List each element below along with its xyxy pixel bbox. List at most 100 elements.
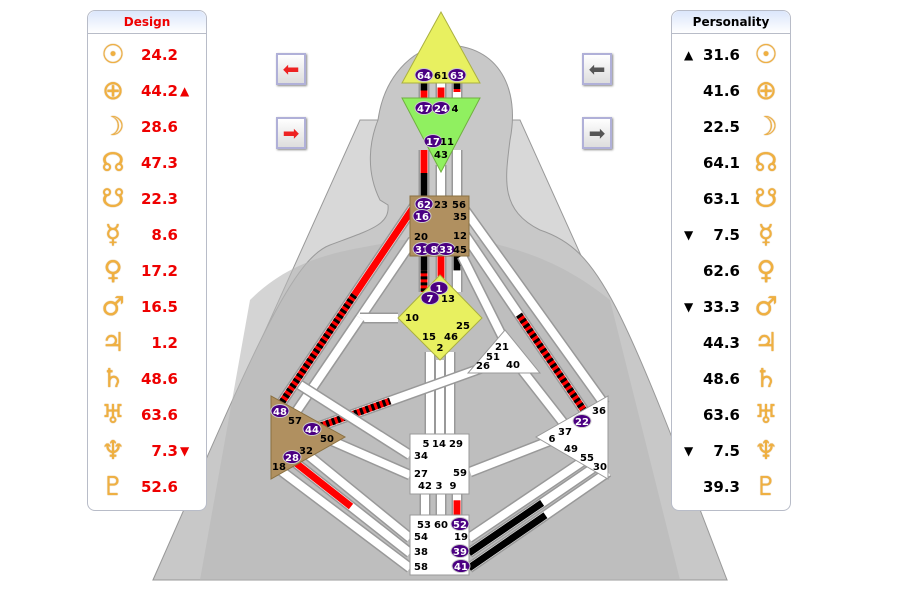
- gate-14[interactable]: 14: [432, 439, 446, 450]
- gate-6[interactable]: 6: [549, 434, 556, 445]
- gate-28[interactable]: 28: [285, 453, 299, 464]
- gate-17[interactable]: 17: [426, 137, 440, 148]
- gate-10[interactable]: 10: [405, 313, 419, 324]
- solar-plexus-center[interactable]: [534, 395, 609, 480]
- gate-9[interactable]: 9: [450, 481, 457, 492]
- gate-13[interactable]: 13: [441, 294, 455, 305]
- earth-icon: ⊕: [755, 76, 777, 106]
- gate-35[interactable]: 35: [453, 212, 467, 223]
- personality-next-button[interactable]: ➡: [582, 117, 612, 149]
- gate-53[interactable]: 53: [417, 520, 431, 531]
- ajna-center[interactable]: [401, 97, 481, 174]
- gate-25[interactable]: 25: [456, 321, 470, 332]
- gate-52[interactable]: 52: [453, 520, 467, 531]
- personality-row-moon: ☽22.5: [672, 109, 790, 145]
- gate-26[interactable]: 26: [476, 361, 490, 372]
- pluto-icon: ♇: [101, 472, 125, 502]
- active-gate-marker: [282, 450, 302, 464]
- gate-31[interactable]: 31: [415, 245, 429, 256]
- gate-1[interactable]: 1: [436, 284, 443, 295]
- active-gate-marker: [412, 209, 432, 223]
- gate-40[interactable]: 40: [506, 360, 520, 371]
- personality-panel: Personality ☉31.6▲⊕41.6☽22.5☊64.1☋63.1☿7…: [671, 10, 791, 511]
- gate-23[interactable]: 23: [434, 200, 448, 211]
- design-prev-button[interactable]: ⬅: [276, 53, 306, 85]
- personality-prev-button[interactable]: ⬅: [582, 53, 612, 85]
- gate-20[interactable]: 20: [414, 232, 428, 243]
- gate-56[interactable]: 56: [452, 200, 466, 211]
- gate-62[interactable]: 62: [417, 200, 431, 211]
- head-center[interactable]: [401, 10, 481, 84]
- gate-16[interactable]: 16: [415, 212, 429, 223]
- saturn-icon: ♄: [754, 364, 778, 394]
- gate-5[interactable]: 5: [423, 439, 430, 450]
- uranus-icon: ♅: [754, 400, 778, 430]
- gate-34[interactable]: 34: [414, 451, 428, 462]
- neptune-icon: ♆: [754, 436, 778, 466]
- channel-line: [467, 500, 545, 556]
- gate-36[interactable]: 36: [592, 406, 606, 417]
- gate-47[interactable]: 47: [417, 104, 431, 115]
- personality-south-node-value: 63.1: [702, 190, 740, 208]
- active-gate-marker: [423, 134, 443, 148]
- gate-37[interactable]: 37: [558, 427, 572, 438]
- gate-2[interactable]: 2: [437, 343, 444, 354]
- gate-29[interactable]: 29: [449, 439, 463, 450]
- gate-12[interactable]: 12: [453, 231, 467, 242]
- gate-48[interactable]: 48: [273, 407, 287, 418]
- gate-60[interactable]: 60: [434, 520, 448, 531]
- gate-64[interactable]: 64: [417, 71, 431, 82]
- south-node-icon: ☋: [754, 184, 778, 214]
- mars-icon: ♂: [754, 292, 778, 322]
- design-next-button[interactable]: ➡: [276, 117, 306, 149]
- design-mars-value: 16.5: [140, 298, 178, 316]
- design-pluto-value: 52.6: [140, 478, 178, 496]
- gate-27[interactable]: 27: [414, 469, 428, 480]
- gate-11[interactable]: 11: [440, 137, 454, 148]
- gate-39[interactable]: 39: [453, 547, 467, 558]
- gate-30[interactable]: 30: [593, 462, 607, 473]
- gate-50[interactable]: 50: [320, 434, 334, 445]
- mars-icon: ♂: [101, 292, 125, 322]
- gate-55[interactable]: 55: [580, 453, 594, 464]
- gate-18[interactable]: 18: [272, 462, 286, 473]
- design-south-node-value: 22.3: [140, 190, 178, 208]
- gate-33[interactable]: 33: [439, 245, 453, 256]
- next-arrow-icon: ➡: [282, 121, 300, 145]
- gate-19[interactable]: 19: [454, 532, 468, 543]
- gate-24[interactable]: 24: [434, 104, 448, 115]
- exalted-marker-icon: ▲: [180, 84, 190, 98]
- gate-46[interactable]: 46: [444, 332, 458, 343]
- gate-8[interactable]: 8: [431, 245, 438, 256]
- gate-22[interactable]: 22: [575, 417, 589, 428]
- gate-51[interactable]: 51: [486, 352, 500, 363]
- next-arrow-icon: ➡: [588, 121, 606, 145]
- north-node-icon: ☊: [101, 148, 125, 178]
- gate-41[interactable]: 41: [454, 562, 468, 573]
- gate-45[interactable]: 45: [453, 245, 467, 256]
- gate-54[interactable]: 54: [414, 532, 428, 543]
- gate-57[interactable]: 57: [288, 416, 302, 427]
- gate-15[interactable]: 15: [422, 332, 436, 343]
- gate-32[interactable]: 32: [299, 446, 313, 457]
- ego-center[interactable]: [466, 329, 542, 374]
- gate-3[interactable]: 3: [436, 481, 443, 492]
- gate-63[interactable]: 63: [450, 71, 464, 82]
- gate-61[interactable]: 61: [434, 71, 448, 82]
- gate-58[interactable]: 58: [414, 562, 428, 573]
- design-row-mercury: ☿8.6: [88, 217, 206, 253]
- gate-59[interactable]: 59: [453, 468, 467, 479]
- gate-44[interactable]: 44: [305, 425, 319, 436]
- detriment-marker-icon: ▼: [684, 228, 694, 242]
- gate-7[interactable]: 7: [427, 294, 434, 305]
- gate-49[interactable]: 49: [564, 444, 578, 455]
- gate-4[interactable]: 4: [452, 104, 459, 115]
- sacral-center[interactable]: [409, 433, 470, 495]
- prev-arrow-icon: ⬅: [588, 57, 606, 81]
- gate-43[interactable]: 43: [434, 150, 448, 161]
- gate-38[interactable]: 38: [414, 547, 428, 558]
- gate-42[interactable]: 42: [418, 481, 432, 492]
- g-center[interactable]: [397, 274, 483, 361]
- gate-21[interactable]: 21: [495, 342, 509, 353]
